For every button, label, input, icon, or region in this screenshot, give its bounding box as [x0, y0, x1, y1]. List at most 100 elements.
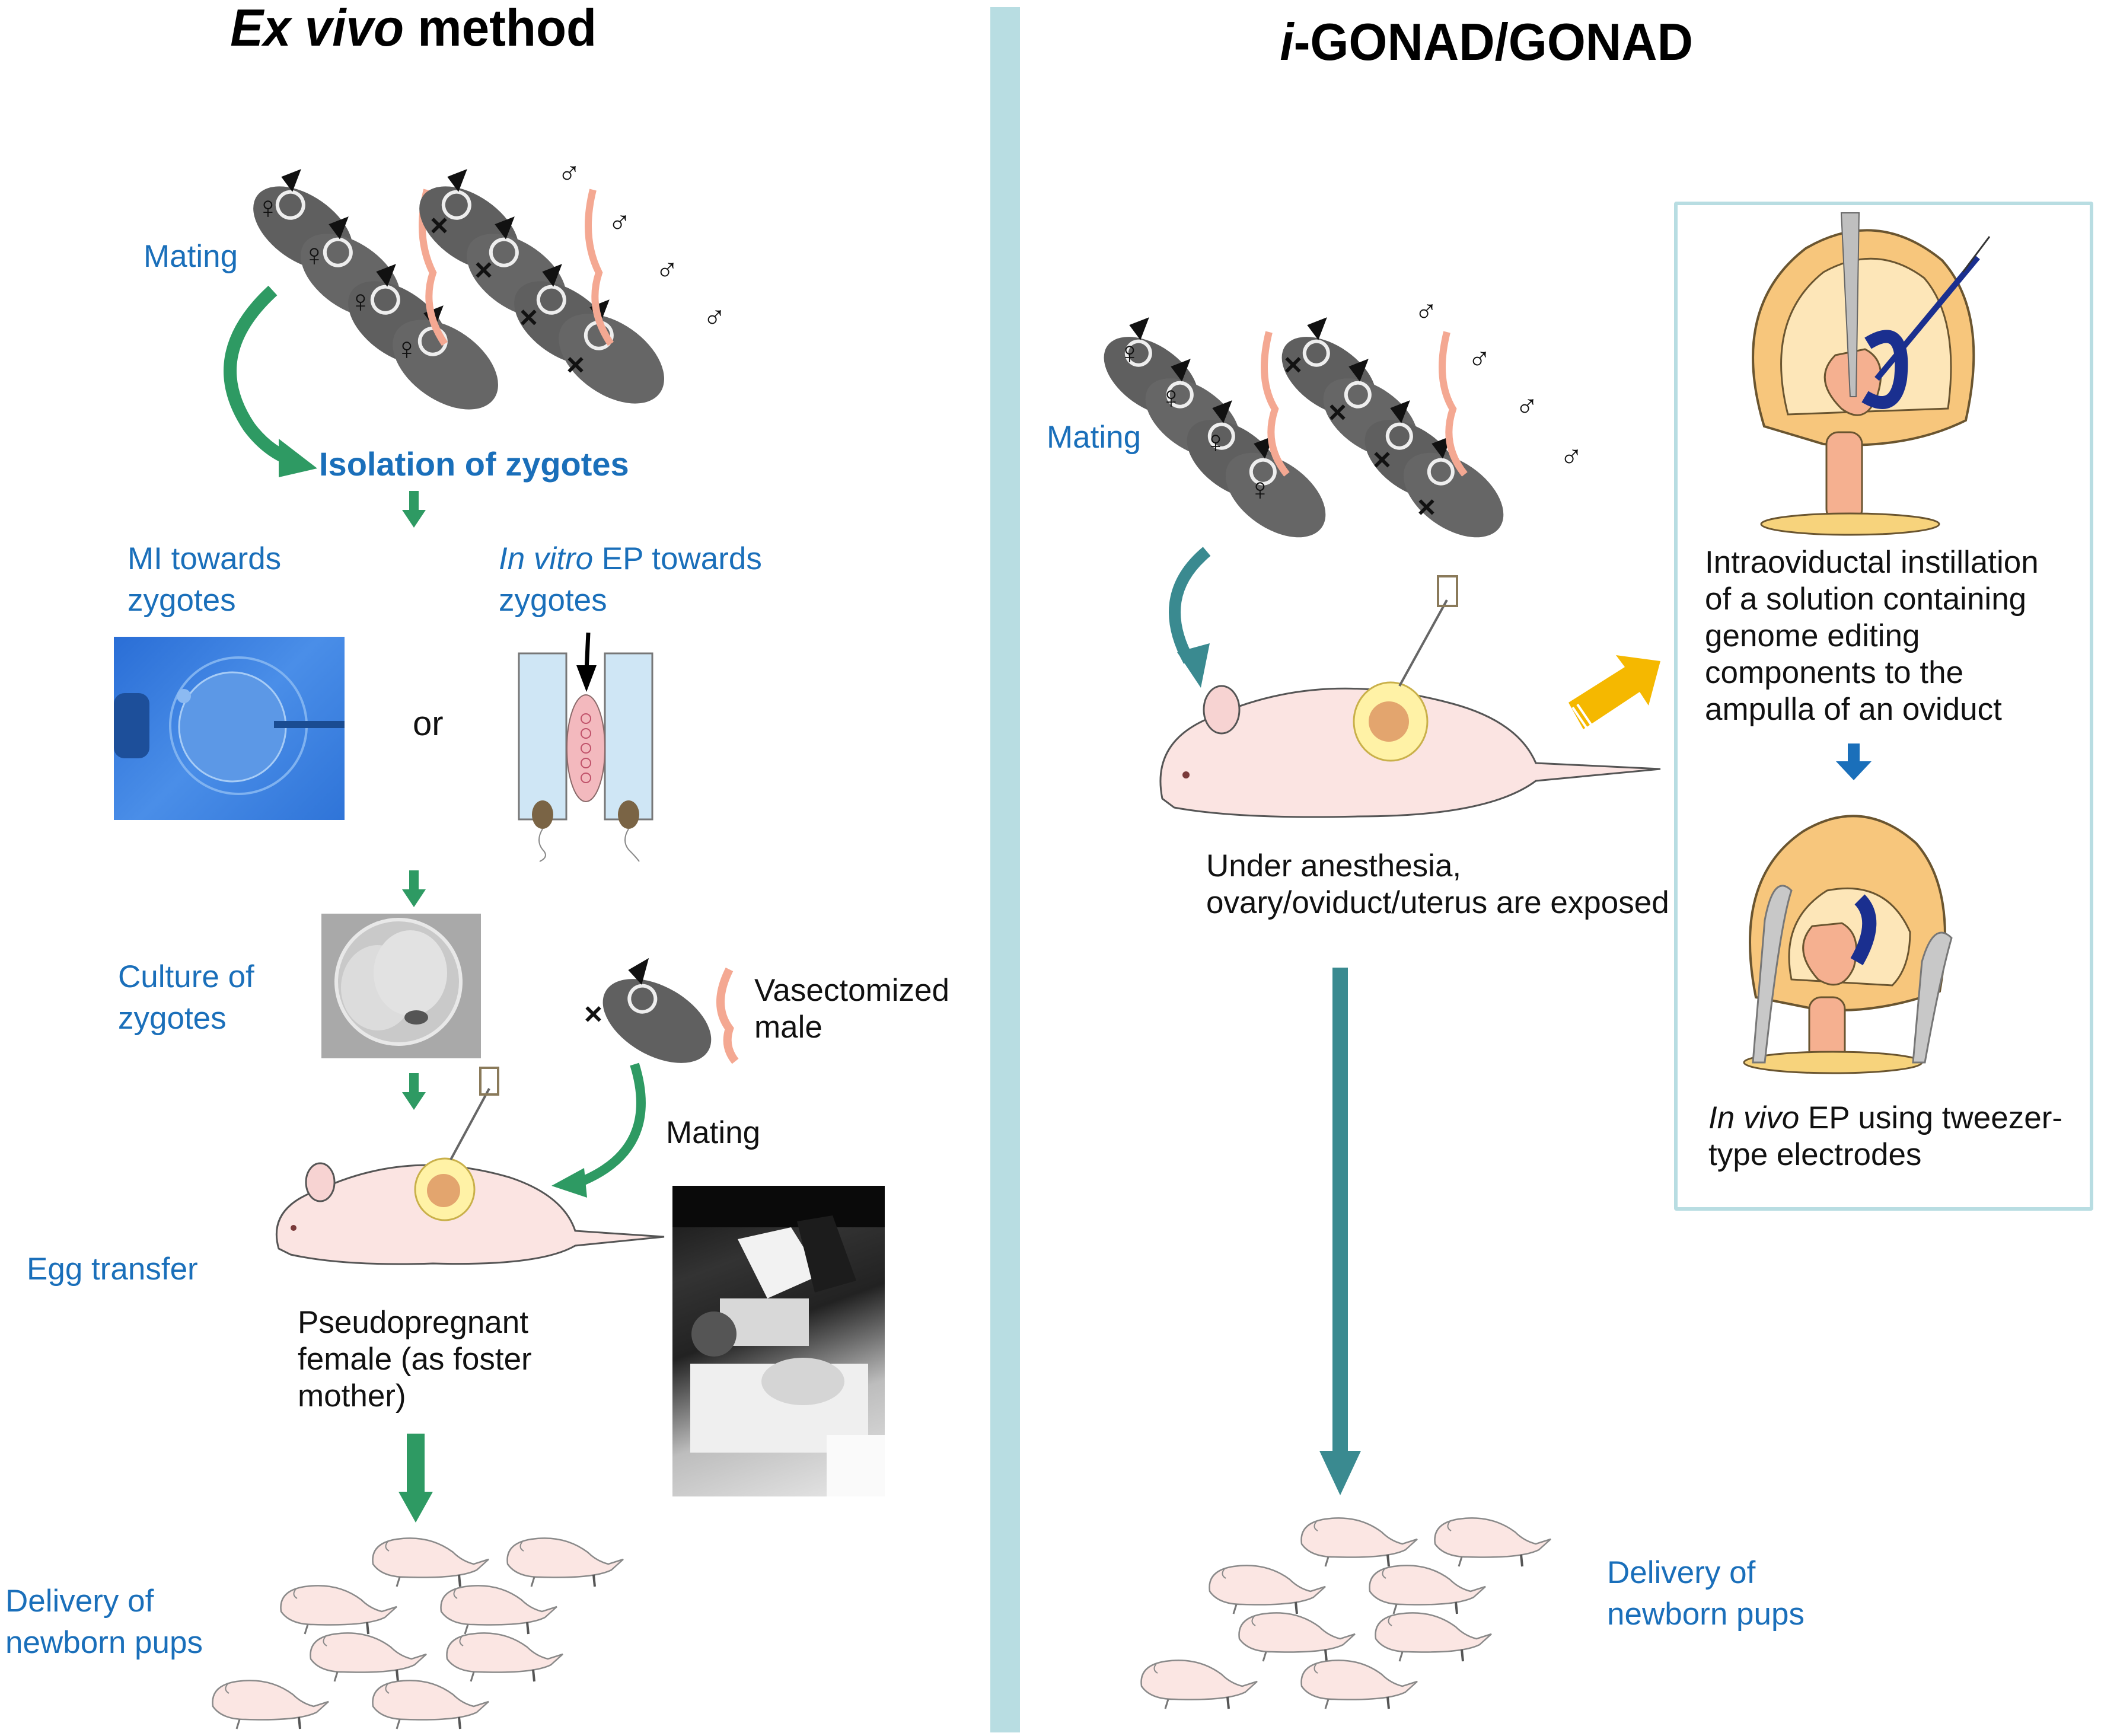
vasectomized-line2: male	[754, 1010, 822, 1045]
under-anesthesia-label: Under anesthesia, ovary/oviduct/uterus a…	[1206, 848, 1669, 921]
instill-line1: Intraoviductal instillation	[1705, 545, 2039, 580]
cross-symbol: ×	[1373, 442, 1391, 477]
culture-line2: zygotes	[118, 1001, 227, 1036]
curved-arrow-green	[224, 285, 317, 477]
ex-vivo-title-italic: Ex vivo	[230, 0, 404, 57]
cross-symbol: ×	[584, 997, 602, 1032]
pseudo-line2: female (as foster	[298, 1342, 532, 1377]
vasectomized-line1: Vasectomized	[754, 973, 949, 1008]
delivery-right-line1: Delivery of	[1607, 1555, 1756, 1590]
in-vivo-rest: EP using tweezer-	[1799, 1100, 2063, 1135]
cross-symbol: ×	[519, 300, 538, 335]
microinjection-photo	[114, 637, 345, 820]
vasectomized-male-mouse	[602, 958, 739, 1064]
instill-line3: genome editing	[1705, 618, 1920, 653]
ep-towards: EP towards	[593, 541, 762, 576]
down-arrow-green	[402, 870, 426, 907]
mi-towards-zygotes-label: MI towards zygotes	[127, 541, 281, 619]
cross-symbol: ×	[1284, 347, 1302, 382]
anesthesia-line1: Under anesthesia,	[1206, 848, 1462, 883]
egg-transfer-mouse	[275, 1067, 665, 1265]
in-vivo-italic: In vivo	[1708, 1100, 1800, 1135]
mating-label-right: Mating	[1047, 420, 1142, 455]
down-arrow-green	[402, 491, 426, 528]
male-symbol: ♂	[608, 205, 632, 240]
pseudopregnant-female-label: Pseudopregnant female (as foster mother)	[298, 1304, 532, 1415]
mi-label-line1: MI towards	[127, 541, 282, 576]
anesthesia-line2: ovary/oviduct/uterus are exposed	[1206, 885, 1669, 920]
cross-symbol: ×	[430, 208, 448, 243]
gonad-detail-box	[1674, 202, 2093, 1211]
male-symbol: ♂	[1468, 342, 1491, 376]
male-symbol: ♂	[1515, 389, 1539, 424]
cross-symbol: ×	[474, 253, 493, 288]
arrow-yellow	[1568, 655, 1660, 729]
male-symbol: ♂	[655, 253, 679, 288]
pseudo-line1: Pseudopregnant	[298, 1305, 528, 1340]
oviduct-electroporation-illustration	[1743, 815, 1953, 1074]
mouse-male-column	[419, 169, 664, 404]
electroporation-chamber-diagram	[518, 632, 653, 862]
two-cell-embryo-photo	[321, 914, 481, 1058]
mating-mice-illustration-right	[1104, 317, 1504, 538]
mouse-female-column	[253, 169, 498, 410]
culture-of-zygotes-label: Culture of zygotes	[118, 959, 254, 1037]
delivery-of-newborn-pups-left: Delivery of newborn pups	[5, 1583, 203, 1661]
ex-vivo-title: Ex vivo method	[230, 0, 597, 58]
down-arrow-blue	[1836, 743, 1872, 780]
instill-line5: ampulla of an oviduct	[1705, 692, 2002, 727]
female-symbol: ♀	[1248, 472, 1272, 507]
male-symbol: ♂	[1414, 294, 1438, 329]
cross-symbol: ×	[1328, 395, 1347, 430]
mating-label-left: Mating	[144, 239, 238, 274]
ex-vivo-title-rest: method	[404, 0, 597, 57]
panel-divider	[990, 7, 1020, 1732]
i-gonad-title-italic: i	[1280, 12, 1294, 71]
curved-arrow-teal	[1169, 547, 1211, 688]
female-symbol: ♀	[1118, 336, 1142, 371]
delivery-left-line1: Delivery of	[5, 1584, 154, 1619]
delivery-right-line2: newborn pups	[1607, 1597, 1804, 1632]
newborn-pups-illustration-right	[1140, 1517, 1552, 1710]
down-arrow-green	[402, 1073, 426, 1110]
egg-transfer-label: Egg transfer	[27, 1252, 198, 1287]
in-vitro-ep-label: In vitro EP towards zygotes	[499, 541, 762, 619]
instill-line2: of a solution containing	[1705, 582, 2027, 617]
delivery-left-line2: newborn pups	[5, 1625, 203, 1660]
i-gonad-title-rest: -GONAD/GONAD	[1293, 12, 1693, 71]
instill-line4: components to the	[1705, 655, 1964, 690]
mating-mice-illustration-left	[253, 169, 664, 410]
curved-arrow-green-mating	[551, 1062, 646, 1198]
in-vivo-line2: type electrodes	[1708, 1137, 1922, 1172]
ep-label-line2: zygotes	[499, 583, 607, 618]
oviduct-injection-illustration	[1752, 212, 1991, 536]
mi-label-line2: zygotes	[127, 583, 236, 618]
newborn-pups-illustration-left	[211, 1537, 624, 1730]
intraoviductal-instillation-label: Intraoviductal instillation of a solutio…	[1705, 544, 2039, 728]
pseudo-line3: mother)	[298, 1378, 406, 1413]
or-label: or	[413, 704, 444, 743]
i-gonad-title: i-GONAD/GONAD	[1280, 12, 1693, 72]
vasectomized-male-label: Vasectomized male	[754, 972, 949, 1046]
female-symbol: ♀	[395, 331, 419, 366]
female-symbol: ♀	[1204, 425, 1228, 459]
female-symbol: ♀	[1159, 380, 1183, 415]
male-symbol: ♂	[557, 156, 581, 191]
female-symbol: ♀	[256, 190, 280, 225]
down-arrow-green-large	[398, 1434, 433, 1523]
in-vitro-italic: In vitro	[499, 541, 594, 576]
male-symbol: ♂	[703, 300, 726, 335]
female-symbol: ♀	[349, 284, 372, 319]
cross-symbol: ×	[566, 347, 585, 382]
down-arrow-teal-long	[1319, 968, 1361, 1495]
delivery-of-newborn-pups-right: Delivery of newborn pups	[1607, 1555, 1804, 1633]
isolation-of-zygotes-label: Isolation of zygotes	[319, 445, 629, 483]
microscope-photo	[672, 1186, 885, 1496]
male-symbol: ♂	[1560, 439, 1583, 474]
anesthetized-mouse	[1159, 575, 1661, 818]
in-vivo-ep-label: In vivo EP using tweezer- type electrode…	[1708, 1100, 2062, 1173]
mating-label-vasectomized: Mating	[666, 1115, 761, 1150]
culture-line1: Culture of	[118, 959, 254, 994]
cross-symbol: ×	[1417, 490, 1436, 525]
female-symbol: ♀	[302, 238, 326, 273]
